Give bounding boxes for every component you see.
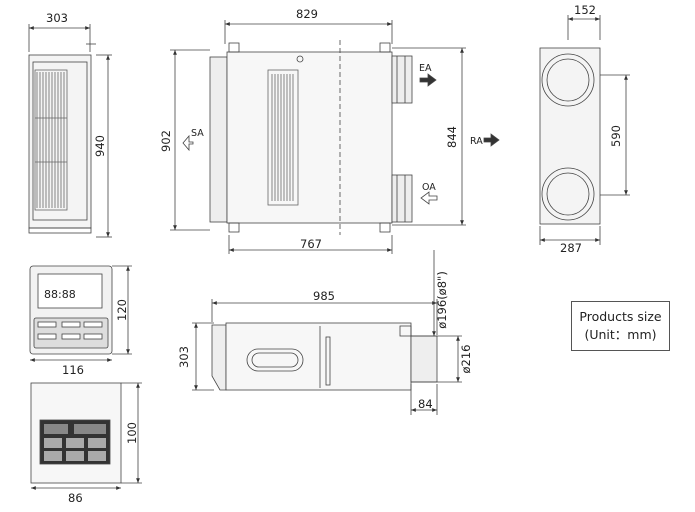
note-unit: (Unit：mm) [584, 327, 657, 342]
wall-controller-view: 88:88 [29, 265, 132, 362]
dim-duct-outer: ø216 [459, 345, 473, 374]
dim-303-bottom: 303 [177, 346, 191, 368]
vent-louvers [34, 69, 68, 211]
dim-829: 829 [296, 7, 318, 21]
dim-120: 120 [115, 299, 129, 321]
dim-84: 84 [418, 397, 433, 411]
dim-902: 902 [159, 130, 173, 152]
units-note-box: Products size (Unit：mm) [571, 301, 670, 351]
dim-100: 100 [125, 422, 139, 444]
dim-940: 940 [93, 135, 107, 157]
dim-985: 985 [313, 289, 335, 303]
label-ra: RA [470, 136, 483, 147]
touch-panel-view [30, 382, 142, 490]
dim-303-top: 303 [46, 11, 68, 25]
dim-590: 590 [609, 125, 623, 147]
front-elevation-view [170, 20, 500, 254]
front-louvers [267, 69, 299, 206]
label-oa: OA [422, 182, 436, 193]
svg-text:88:88: 88:88 [44, 288, 76, 301]
label-sa: SA [191, 128, 204, 139]
dim-116: 116 [62, 363, 84, 377]
note-title: Products size [579, 309, 662, 324]
dim-152: 152 [574, 3, 596, 17]
dim-844: 844 [445, 126, 459, 148]
end-elevation-view [539, 15, 630, 245]
dim-287: 287 [560, 241, 582, 255]
dim-767: 767 [300, 237, 322, 251]
side-elevation-view [28, 24, 112, 238]
plan-view [192, 250, 462, 415]
label-ea: EA [419, 63, 432, 74]
dim-duct-inner: ø196(ø8") [435, 271, 449, 329]
dim-86: 86 [68, 491, 83, 505]
